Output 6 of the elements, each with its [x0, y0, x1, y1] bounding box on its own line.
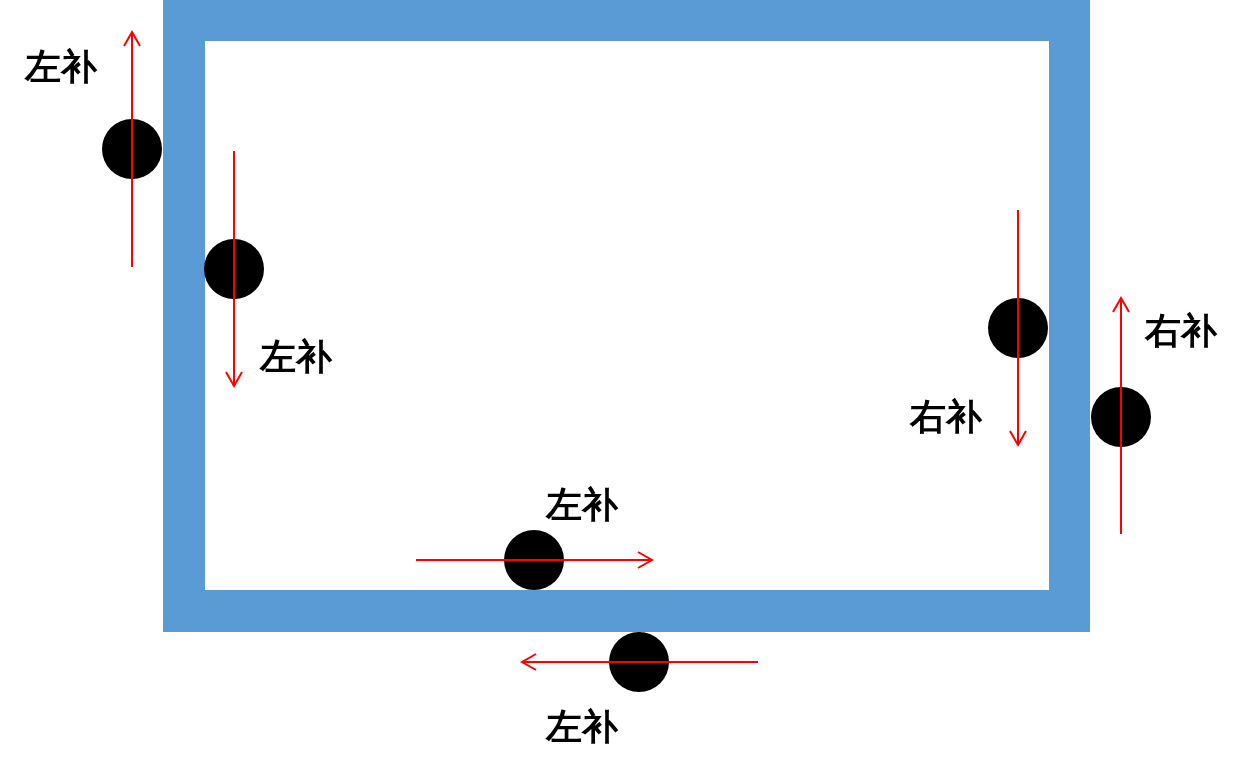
direction-label: 左补	[260, 337, 332, 377]
direction-label: 右补	[910, 397, 982, 437]
direction-label: 左补	[546, 485, 618, 525]
direction-label: 右补	[1145, 311, 1217, 351]
direction-label: 左补	[546, 707, 618, 747]
direction-label: 左补	[25, 47, 97, 87]
